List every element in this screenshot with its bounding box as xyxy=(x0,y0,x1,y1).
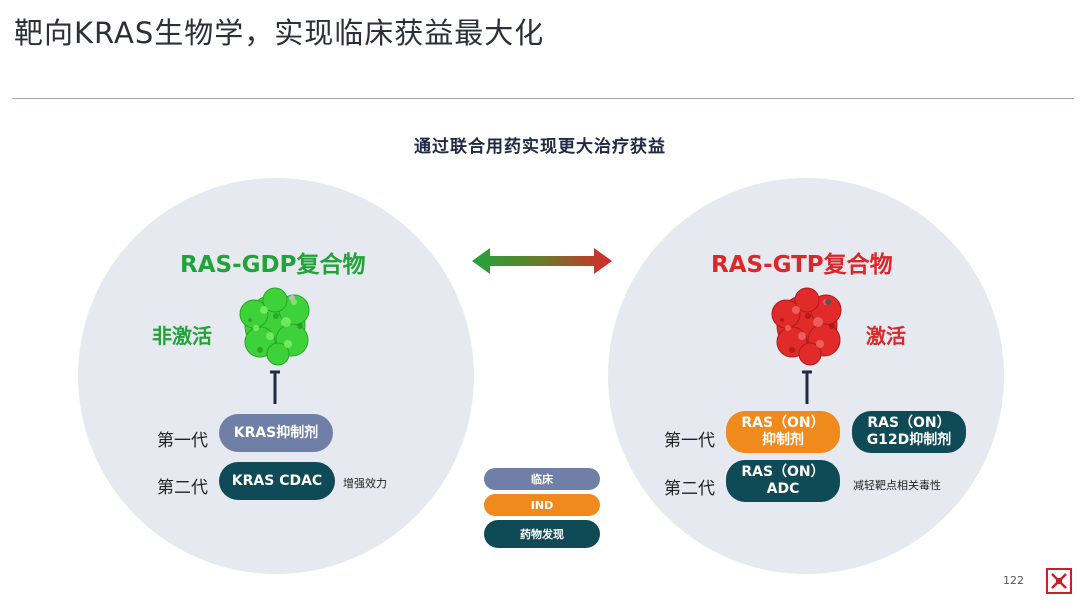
left-gen2-label: 第二代 xyxy=(157,478,208,498)
left-gen1-label: 第一代 xyxy=(157,431,208,451)
ras-on-adc-pill: RAS（ON） ADC xyxy=(726,460,840,502)
inhibition-bar-left xyxy=(270,370,280,404)
right-gen2-label: 第二代 xyxy=(664,479,715,499)
ras-gtp-title: RAS-GTP复合物 xyxy=(711,252,893,278)
kras-cdac-pill: KRAS CDAC xyxy=(219,462,335,500)
legend-discovery: 药物发现 xyxy=(484,520,600,548)
inactive-label: 非激活 xyxy=(152,324,212,348)
kras-inhibitor-pill: KRAS抑制剂 xyxy=(219,414,333,452)
inhibition-bar-right xyxy=(802,370,812,404)
slide-subtitle: 通过联合用药实现更大治疗获益 xyxy=(414,137,666,157)
right-gen1-label: 第一代 xyxy=(664,431,715,451)
double-arrow-icon xyxy=(472,248,612,274)
ras-on-g12d-line2: G12D抑制剂 xyxy=(866,432,952,448)
legend-ind: IND xyxy=(484,494,600,516)
ras-on-g12d-inhibitor-pill: RAS（ON） G12D抑制剂 xyxy=(852,411,966,453)
title-divider xyxy=(12,98,1074,99)
ras-gdp-title: RAS-GDP复合物 xyxy=(180,252,366,278)
ras-on-adc-line2: ADC xyxy=(766,481,800,497)
ras-on-g12d-line1: RAS（ON） xyxy=(867,415,951,431)
left-gen2-note: 增强效力 xyxy=(343,477,387,490)
right-gen2-note: 减轻靶点相关毒性 xyxy=(853,479,941,492)
ras-on-adc-line1: RAS（ON） xyxy=(741,464,825,480)
inactive-protein-icon xyxy=(239,287,310,366)
active-protein-icon xyxy=(771,287,842,366)
ras-on-inhibitor-pill: RAS（ON） 抑制剂 xyxy=(726,411,840,453)
slide-title: 靶向KRAS生物学，实现临床获益最大化 xyxy=(14,16,545,50)
page-number: 122 xyxy=(1003,574,1024,587)
active-label: 激活 xyxy=(866,324,906,348)
company-logo-icon xyxy=(1046,568,1072,594)
ras-on-inhibitor-line2: 抑制剂 xyxy=(762,432,804,448)
legend-clinical: 临床 xyxy=(484,468,600,490)
ras-on-inhibitor-line1: RAS（ON） xyxy=(741,415,825,431)
